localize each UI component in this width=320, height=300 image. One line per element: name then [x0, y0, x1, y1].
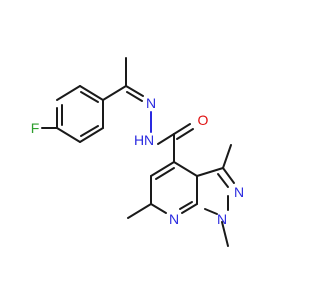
carbonyl-double-bond: [176, 128, 194, 140]
ring-bond: [150, 203, 167, 214]
ring-double-bond: [80, 91, 99, 103]
atom-label-pyridine-n: N: [169, 211, 179, 227]
methyl-bond: [127, 203, 152, 219]
ring-double-bond: [155, 167, 175, 180]
ring-bond: [79, 127, 104, 143]
atom-label-fluorine: F: [31, 120, 40, 136]
methyl-bond: [221, 221, 229, 247]
fluorophenyl-ring: [56, 85, 104, 143]
ring-bond: [222, 167, 235, 184]
atom-label-pyrazole-n2: N: [234, 184, 244, 200]
ring-bond: [181, 203, 198, 214]
ring-bond: [79, 85, 104, 101]
aryl-c-bond: [102, 85, 127, 101]
pyridine-ring: [150, 161, 198, 214]
pyrazole-ring: [196, 167, 235, 215]
imine-double-bond: [125, 85, 144, 97]
methyl-bond: [222, 144, 232, 169]
molecule-drawing: F N N H O N N N: [31, 57, 244, 247]
atom-label-amide-n: N: [144, 132, 154, 148]
ring-double-bond: [80, 125, 99, 137]
ring-bond: [56, 127, 81, 143]
ring-bond: [196, 167, 224, 177]
amide-bond: [157, 133, 175, 145]
atom-label-pyrazole-n1: N: [217, 211, 227, 227]
ring-bond: [56, 85, 81, 101]
carbonyl-double-bond: [173, 123, 191, 135]
structure-diagram: F N N H O N N N: [31, 57, 244, 247]
ring-double-bond: [217, 173, 229, 188]
ring-double-bond: [179, 201, 193, 210]
imine-double-bond: [126, 91, 143, 102]
atom-label-hydrazone-n: N: [146, 95, 156, 111]
atom-label-amide-h: H: [134, 132, 144, 148]
ring-bond: [173, 161, 198, 177]
ring-bond: [204, 208, 218, 215]
atom-label-carbonyl-o: O: [198, 112, 209, 128]
ring-bond: [150, 161, 175, 177]
